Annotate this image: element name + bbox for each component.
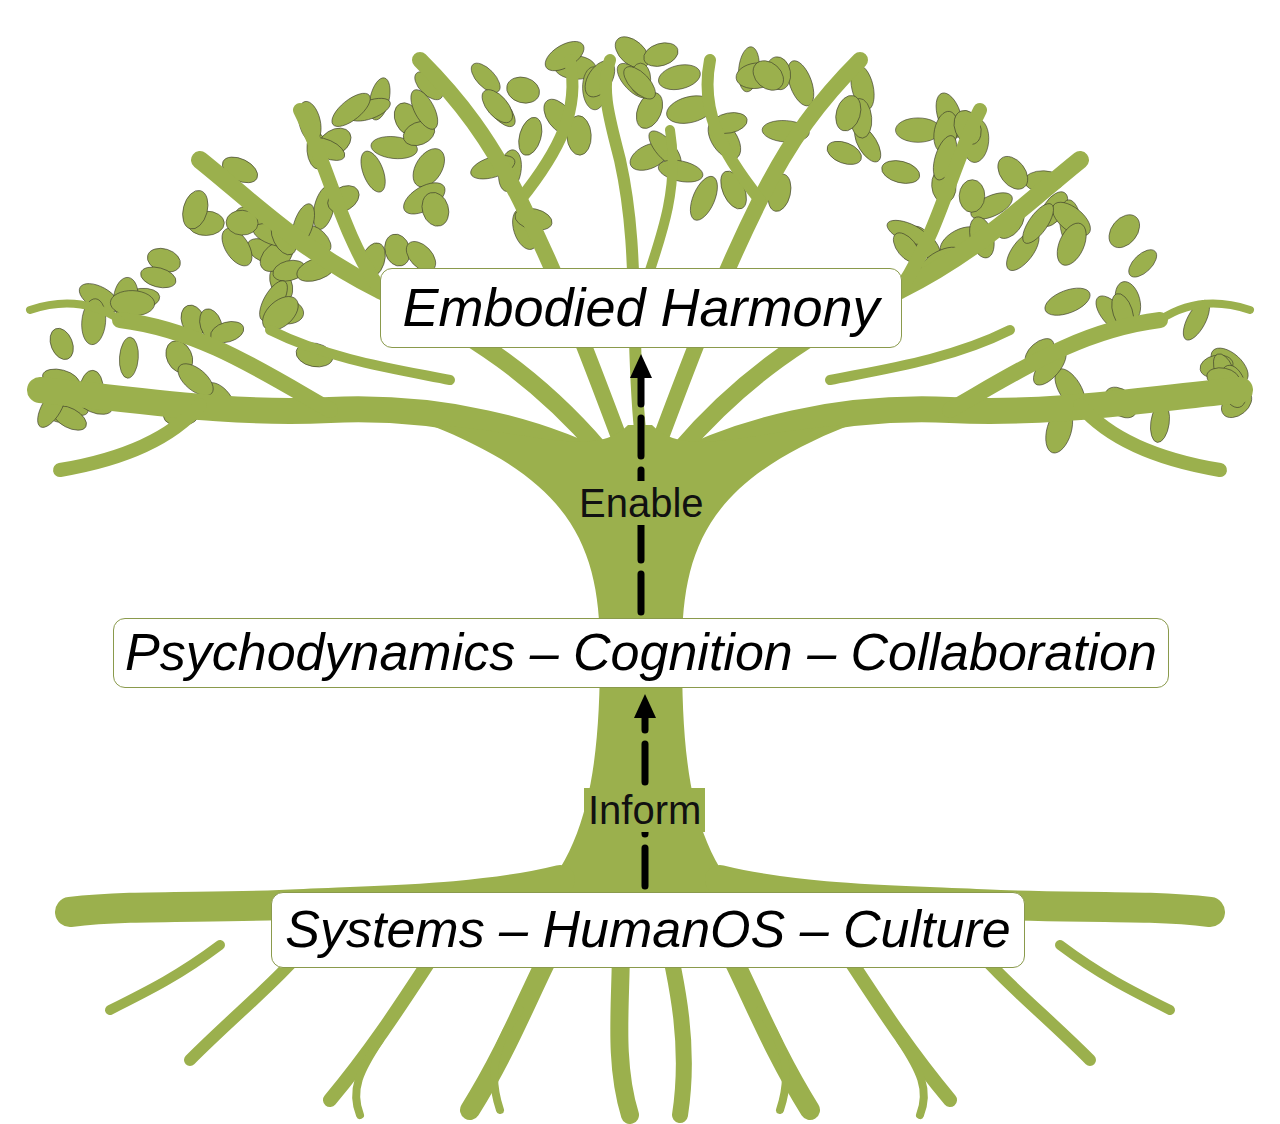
text-band: Embodied Harmony	[380, 268, 902, 348]
leaf	[618, 61, 660, 104]
leaf	[138, 263, 178, 291]
leaf	[1051, 219, 1092, 270]
leaf	[540, 35, 588, 76]
band-title: Psychodynamics – Cognition – Collaborati…	[125, 624, 1157, 681]
text-band: Psychodynamics – Cognition – Collaborati…	[113, 618, 1169, 688]
leaf	[1041, 283, 1094, 321]
leaf	[110, 290, 155, 317]
roots	[70, 880, 1210, 1115]
leaves	[32, 31, 1257, 457]
edge-label: Inform	[584, 788, 705, 832]
leaf	[1124, 245, 1161, 282]
leaf	[327, 87, 376, 132]
leaf	[747, 55, 789, 96]
leaf	[656, 157, 705, 186]
leaf	[504, 73, 543, 107]
edge-label: Enable	[575, 481, 708, 525]
leaf	[1103, 209, 1146, 254]
leaf	[405, 86, 443, 134]
leaf	[515, 115, 546, 158]
leaf	[418, 189, 453, 229]
leaf	[959, 179, 986, 212]
branches	[30, 60, 1250, 470]
leaf	[46, 325, 78, 363]
text-band: Systems – HumanOS – Culture	[271, 892, 1025, 968]
leaf	[118, 337, 140, 379]
leaf	[179, 188, 212, 232]
leaf	[656, 61, 703, 94]
band-title: Embodied Harmony	[402, 278, 879, 337]
leaf	[879, 157, 922, 187]
band-title: Systems – HumanOS – Culture	[285, 901, 1010, 958]
leaf	[641, 39, 681, 71]
leaf	[832, 92, 865, 134]
leaf	[992, 151, 1034, 195]
